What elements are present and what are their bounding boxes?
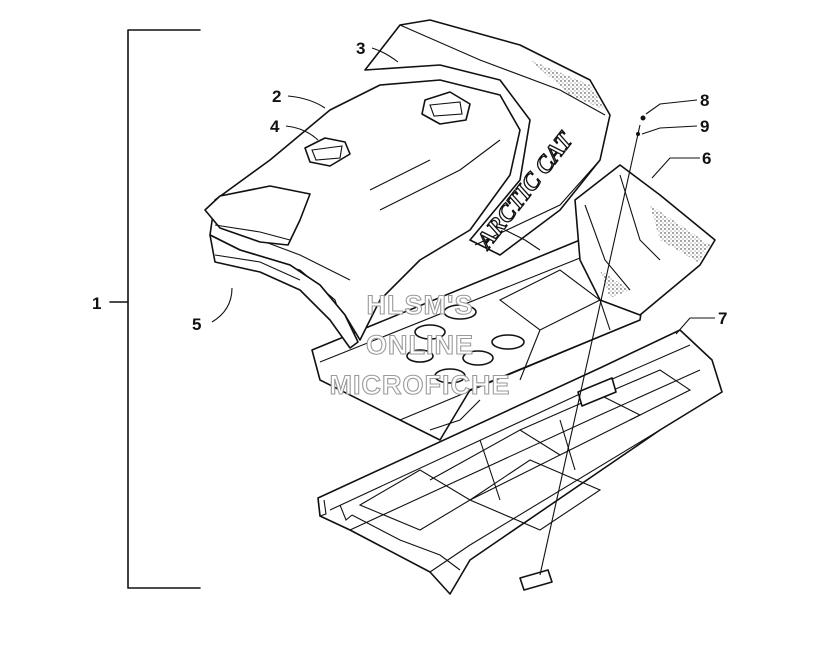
callout-4: 4	[270, 117, 280, 136]
callout-9: 9	[700, 117, 709, 136]
seat-cushion	[204, 79, 521, 341]
callout-3: 3	[356, 39, 365, 58]
callout-7: 7	[718, 309, 727, 328]
callout-5: 5	[192, 315, 201, 334]
callout-8: 8	[700, 91, 709, 110]
callout-1: 1	[92, 294, 101, 313]
seat-side-panel	[574, 164, 716, 316]
seat-badge	[304, 137, 351, 167]
seat-pan	[311, 239, 651, 441]
watermark-line-1: HLSM'S	[367, 290, 474, 320]
assembly-bracket	[109, 29, 201, 589]
leader-lines	[211, 47, 715, 335]
seat-skirt	[209, 234, 359, 349]
callout-6: 6	[702, 149, 711, 168]
watermark-line-3: MICROFICHE	[330, 370, 511, 400]
callout-2: 2	[272, 87, 281, 106]
watermark: HLSM'S ONLINE MICROFICHE	[329, 289, 511, 400]
fastener-assembly	[539, 115, 646, 576]
watermark-line-2: ONLINE	[366, 330, 474, 360]
rear-seat-cowl	[364, 19, 611, 256]
seat-base-tray	[317, 329, 723, 595]
